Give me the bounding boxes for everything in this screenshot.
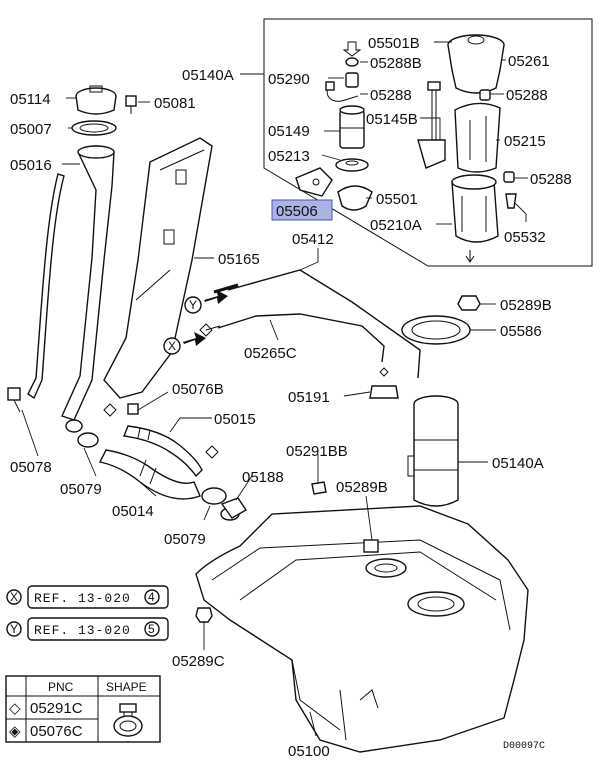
callout-05078[interactable]: 05078 xyxy=(10,459,52,476)
connector-x-marker: X xyxy=(163,332,206,355)
callout-05288-b[interactable]: 05288 xyxy=(506,87,548,104)
callout-05076B[interactable]: 05076B xyxy=(172,381,224,398)
callout-05079-a[interactable]: 05079 xyxy=(60,481,102,498)
vent-hose-05265C[interactable] xyxy=(205,313,385,363)
bolt-05289C[interactable] xyxy=(195,607,213,623)
callout-05586[interactable]: 05586 xyxy=(500,323,542,340)
clip-05076B[interactable] xyxy=(127,403,139,415)
callout-05501B[interactable]: 05501B xyxy=(368,35,420,52)
bolt-05289B-top[interactable] xyxy=(457,295,481,311)
pnc-shape-legend: PNC SHAPE ◇ 05291C ◈ 05076C xyxy=(5,675,161,743)
callout-05265C[interactable]: 05265C xyxy=(244,345,297,362)
reference-x[interactable]: X REF. 13-020 4 xyxy=(6,585,169,609)
insulator-part[interactable] xyxy=(342,41,362,88)
callout-05165[interactable]: 05165 xyxy=(218,251,260,268)
callout-05140A-mid[interactable]: 05140A xyxy=(492,455,544,472)
callout-05140A-top[interactable]: 05140A xyxy=(182,67,234,84)
reference-notes: X REF. 13-020 4 Y REF. 13-020 5 xyxy=(6,585,169,641)
callout-05016[interactable]: 05016 xyxy=(10,157,52,174)
callout-05290[interactable]: 05290 xyxy=(268,71,310,88)
svg-text:REF. 13-020: REF. 13-020 xyxy=(34,591,131,606)
svg-text:5: 5 xyxy=(148,622,155,636)
legend-header-shape: SHAPE xyxy=(106,680,147,694)
callout-05081[interactable]: 05081 xyxy=(154,95,196,112)
legend-pnc-1[interactable]: 05291C xyxy=(30,700,83,717)
strainer-part[interactable] xyxy=(335,158,369,172)
pump-housing-part[interactable] xyxy=(451,174,499,263)
callout-05215[interactable]: 05215 xyxy=(504,133,546,150)
detail-box-outline xyxy=(263,18,593,267)
callout-05114[interactable]: 05114 xyxy=(10,91,51,108)
connector-symbols xyxy=(103,323,219,459)
reference-y[interactable]: Y REF. 13-020 5 xyxy=(6,617,169,641)
callout-05188[interactable]: 05188 xyxy=(242,469,284,486)
bolt-05081[interactable] xyxy=(125,95,137,114)
filler-cap-group[interactable] xyxy=(75,85,117,115)
callout-05007[interactable]: 05007 xyxy=(10,121,52,138)
callout-05191[interactable]: 05191 xyxy=(288,389,330,406)
gasket-part[interactable] xyxy=(71,120,117,136)
callout-05506[interactable]: 05506 xyxy=(276,203,318,220)
svg-text:Y: Y xyxy=(10,622,18,636)
callout-05261[interactable]: 05261 xyxy=(508,53,550,70)
part-callouts: 05501B 05261 05140A 05290 05288B 05288 0… xyxy=(10,35,572,760)
hose-05015[interactable] xyxy=(123,425,203,478)
retainer-ring-05586[interactable] xyxy=(401,315,471,345)
filler-neck-part[interactable] xyxy=(27,145,115,421)
callout-05210A[interactable]: 05210A xyxy=(370,217,422,234)
callout-05501[interactable]: 05501 xyxy=(376,191,418,208)
connector-y-marker: Y xyxy=(184,290,228,314)
svg-text:Y: Y xyxy=(189,298,197,312)
sender-gauge-part[interactable] xyxy=(417,81,446,169)
legend-symbol-1: ◇ xyxy=(9,700,21,717)
pump-module-05140A[interactable] xyxy=(407,395,459,507)
drain-bolt-05078[interactable] xyxy=(7,387,21,413)
svg-text:X: X xyxy=(10,590,18,604)
callout-05288-c[interactable]: 05288 xyxy=(530,171,572,188)
legend-header-pnc: PNC xyxy=(48,680,74,694)
legend-symbol-2: ◈ xyxy=(9,723,21,740)
leader-lines xyxy=(21,41,528,737)
callout-05100[interactable]: 05100 xyxy=(288,743,330,760)
callout-05288-a[interactable]: 05288 xyxy=(370,87,412,104)
clamp-shape-icon xyxy=(113,703,143,737)
protector-plate-part[interactable] xyxy=(103,137,213,399)
legend-pnc-2[interactable]: 05076C xyxy=(30,723,83,740)
callout-05145B[interactable]: 05145B xyxy=(366,111,418,128)
callout-05149[interactable]: 05149 xyxy=(268,123,310,140)
callout-05289C[interactable]: 05289C xyxy=(172,653,225,670)
check-valve-05191[interactable] xyxy=(369,367,399,399)
clip-05291BB[interactable] xyxy=(311,481,327,495)
callout-05291BB[interactable]: 05291BB xyxy=(286,443,348,460)
bracket-05188[interactable] xyxy=(220,497,247,519)
fuel-pump-detail-group xyxy=(263,18,593,267)
pump-reservoir-part[interactable] xyxy=(454,102,501,173)
hose-05014[interactable] xyxy=(98,449,201,500)
callout-05015[interactable]: 05015 xyxy=(214,411,256,428)
callout-05079-b[interactable]: 05079 xyxy=(164,531,206,548)
callout-05014[interactable]: 05014 xyxy=(112,503,154,520)
pump-cover-part[interactable] xyxy=(447,34,505,94)
callout-05412[interactable]: 05412 xyxy=(292,231,334,248)
callout-05532[interactable]: 05532 xyxy=(504,229,546,246)
svg-text:X: X xyxy=(168,339,176,353)
callout-05289B-mid[interactable]: 05289B xyxy=(336,479,388,496)
callout-05213[interactable]: 05213 xyxy=(268,148,310,165)
svg-text:4: 4 xyxy=(148,590,155,604)
fuel-tank-05100[interactable] xyxy=(195,505,529,753)
connector-markers: Y X xyxy=(163,290,228,355)
bracket-part[interactable] xyxy=(295,167,333,197)
small-fittings[interactable] xyxy=(479,89,517,209)
callout-05288B[interactable]: 05288B xyxy=(370,55,422,72)
svg-text:REF. 13-020: REF. 13-020 xyxy=(34,623,131,638)
callout-05289B-top[interactable]: 05289B xyxy=(500,297,552,314)
breather-hose-05412[interactable] xyxy=(213,269,421,379)
highlight-05506 xyxy=(271,199,333,221)
diagram-code: D00097C xyxy=(503,741,545,752)
filter-part[interactable] xyxy=(337,185,373,211)
clamp-05079-left[interactable] xyxy=(65,419,99,448)
fuel-pump-motor-part[interactable] xyxy=(325,81,365,149)
